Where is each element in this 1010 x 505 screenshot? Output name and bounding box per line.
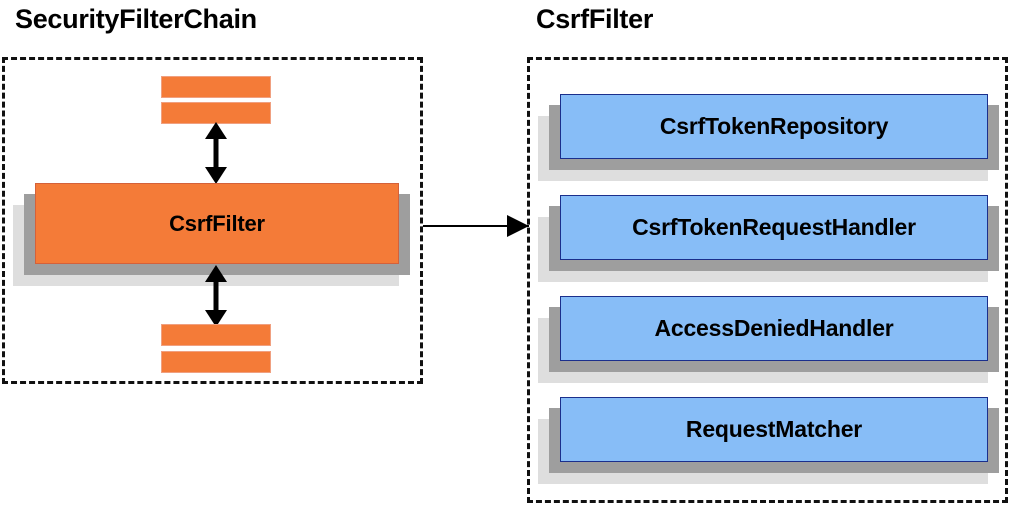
csrf-filter-node[interactable]: CsrfFilter (13, 183, 410, 286)
collaborator-label: RequestMatcher (685, 416, 863, 442)
collaborator-node-access-denied-handler[interactable]: AccessDeniedHandler (538, 296, 999, 383)
collaborator-node-csrf-token-request-handler[interactable]: CsrfTokenRequestHandler (538, 195, 999, 282)
csrf-filter-container (527, 57, 1008, 503)
node-face: RequestMatcher (560, 397, 988, 462)
filter-bar-above-2 (161, 102, 271, 124)
node-face: CsrfFilter (35, 183, 399, 264)
collaborator-label: AccessDeniedHandler (654, 315, 894, 341)
filter-bar-below-1 (161, 324, 271, 346)
node-face: CsrfTokenRepository (560, 94, 988, 159)
page-title-csrf-filter: CsrfFilter (536, 4, 654, 34)
csrf-filter-label: CsrfFilter (169, 210, 265, 236)
security-filter-chain-container (2, 57, 423, 384)
collaborator-label: CsrfTokenRequestHandler (632, 214, 916, 240)
filter-bar-above-1 (161, 76, 271, 98)
node-face: CsrfTokenRequestHandler (560, 195, 988, 260)
filter-bar-below-2 (161, 351, 271, 373)
page-title-security-filter-chain: SecurityFilterChain (15, 4, 257, 34)
node-face: AccessDeniedHandler (560, 296, 988, 361)
collaborator-node-request-matcher[interactable]: RequestMatcher (538, 397, 999, 484)
collaborator-node-csrf-token-repository[interactable]: CsrfTokenRepository (538, 94, 999, 181)
collaborator-label: CsrfTokenRepository (659, 113, 889, 139)
